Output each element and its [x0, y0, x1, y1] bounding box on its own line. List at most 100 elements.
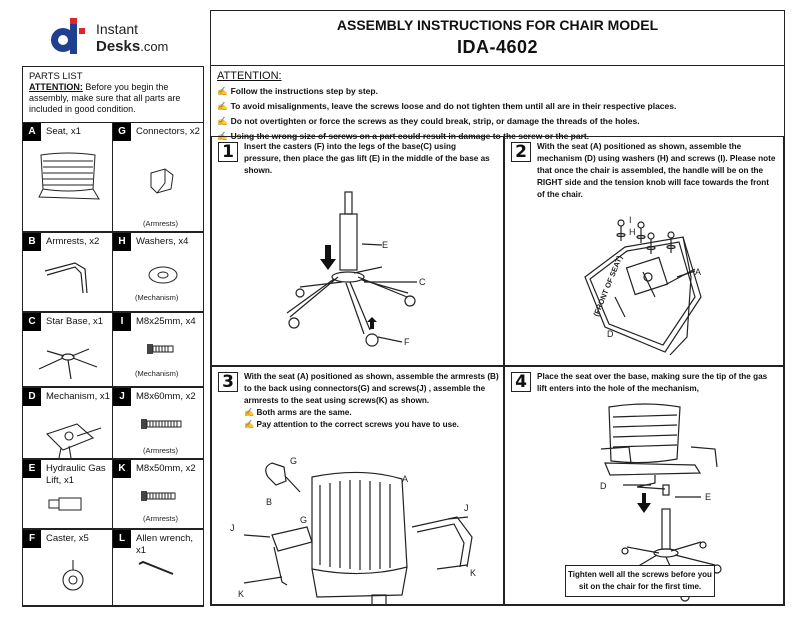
step-number: 2 — [511, 142, 531, 162]
brand-name-line1: Instant — [96, 21, 139, 37]
note-hand-icon: ✍ — [244, 408, 255, 417]
brand-logo: Instant Desks.com — [46, 14, 206, 62]
figure-label: A — [695, 267, 701, 277]
figure-label: C — [419, 277, 426, 287]
step-number: 1 — [218, 142, 238, 162]
part-letter: C — [23, 313, 41, 331]
part-cell-d: D Mechanism, x1 — [22, 387, 113, 459]
step-3: 3 With the seat (A) positioned as shown,… — [211, 366, 504, 606]
gas-lift-icon — [48, 497, 82, 511]
figure-label: G — [290, 456, 297, 466]
part-cell-k: K M8x50mm, x2 (Armrests) — [113, 459, 204, 529]
part-name: Mechanism, x1 — [46, 391, 110, 402]
step-text: With the seat (A) positioned as shown, a… — [537, 142, 776, 199]
screw-icon — [147, 344, 174, 354]
instructions-panel: ASSEMBLY INSTRUCTIONS FOR CHAIR MODEL ID… — [210, 10, 785, 606]
document-title: ASSEMBLY INSTRUCTIONS FOR CHAIR MODEL — [336, 17, 659, 33]
parts-list-heading: PARTS LIST — [29, 71, 83, 82]
step-2: 2 With the seat (A) positioned as shown,… — [504, 136, 784, 366]
allen-wrench-icon — [138, 560, 174, 575]
parts-list-header: PARTS LIST ATTENTION: Before you begin t… — [23, 67, 203, 115]
part-letter: L — [113, 530, 131, 548]
part-name: Caster, x5 — [46, 533, 89, 544]
figure-label: K — [238, 589, 244, 599]
part-name: M8x50mm, x2 — [136, 463, 196, 474]
attention-item: ✍Do not overtighten or force the screws … — [217, 116, 640, 126]
part-name: Hydraulic Gas Lift, x1 — [46, 463, 106, 486]
brand-mark-icon — [51, 18, 85, 54]
attention-item: ✍Follow the instructions step by step. — [217, 86, 378, 96]
part-cell-h: H Washers, x4 (Mechanism) — [113, 232, 204, 312]
part-letter: G — [113, 123, 131, 141]
figure-label: A — [402, 474, 408, 484]
part-name: Connectors, x2 — [136, 126, 200, 137]
figure-label: B — [266, 497, 272, 507]
star-base-icon — [38, 348, 98, 380]
part-letter: B — [23, 233, 41, 251]
medium-screw-icon — [141, 491, 176, 501]
part-note: (Mechanism) — [135, 293, 179, 302]
part-note: (Mechanism) — [135, 369, 179, 378]
figure-label: J — [464, 503, 469, 513]
caster-icon — [62, 560, 84, 591]
step4-seat-illustration: D E — [600, 403, 722, 602]
brand-name-line2: Desks.com — [96, 38, 169, 55]
figure-label: K — [470, 568, 476, 578]
part-note: (Armrests) — [143, 514, 178, 523]
seat-icon — [38, 152, 100, 200]
model-number: IDA-4602 — [456, 37, 539, 57]
figure-label: H — [629, 227, 636, 237]
step-note: ✍ Both arms are the same. — [244, 408, 352, 417]
parts-list-panel: PARTS LIST ATTENTION: Before you begin t… — [22, 66, 204, 607]
part-cell-e: E Hydraulic Gas Lift, x1 — [22, 459, 113, 529]
long-screw-icon — [141, 419, 182, 429]
front-of-seat-label: (FRONT OF SEAT) — [592, 254, 625, 318]
part-letter: H — [113, 233, 131, 251]
part-letter: I — [113, 313, 131, 331]
part-letter: D — [23, 388, 41, 406]
part-note: (Armrests) — [143, 219, 178, 228]
warning-hand-icon: ✍ — [217, 116, 228, 126]
part-note: (Armrests) — [143, 446, 178, 455]
tighten-screws-note: Tighten well all the screws before you s… — [565, 565, 715, 597]
part-cell-f: F Caster, x5 — [22, 529, 113, 607]
part-name: Washers, x4 — [136, 236, 189, 247]
step1-base-illustration: E C F — [286, 191, 426, 347]
part-name: Seat, x1 — [46, 126, 81, 137]
figure-label: I — [629, 215, 632, 225]
step-1: 1 Insert the casters (F) into the legs o… — [211, 136, 504, 366]
step-4: 4 Place the seat over the base, making s… — [504, 366, 784, 605]
step-text: With the seat (A) positioned as shown, a… — [244, 371, 502, 431]
step-number: 4 — [511, 372, 531, 392]
part-letter: K — [113, 460, 131, 478]
warning-hand-icon: ✍ — [217, 101, 228, 111]
part-letter: J — [113, 388, 131, 406]
part-cell-l: L Allen wrench, x1 — [113, 529, 204, 607]
step3-armrest-illustration: G A B G J J K K — [230, 456, 476, 606]
part-name: Allen wrench, x1 — [136, 533, 194, 556]
figure-label: J — [230, 523, 235, 533]
figure-label: D — [600, 481, 607, 491]
title-box: ASSEMBLY INSTRUCTIONS FOR CHAIR MODEL ID… — [211, 11, 784, 66]
part-name: M8x25mm, x4 — [136, 316, 196, 327]
armrest-icon — [44, 262, 88, 294]
part-letter: E — [23, 460, 41, 478]
part-cell-g: G Connectors, x2 (Armrests) — [113, 122, 204, 232]
part-cell-b: B Armrests, x2 — [22, 232, 113, 312]
figure-label: D — [607, 329, 614, 339]
step2-mechanism-illustration: I H A D (FRONT OF SEAT) — [584, 215, 702, 356]
attention-item: ✍To avoid misalignments, leave the screw… — [217, 101, 677, 111]
washer-icon — [148, 266, 178, 284]
warning-hand-icon: ✍ — [217, 86, 228, 96]
figure-label: E — [705, 492, 711, 502]
note-hand-icon: ✍ — [244, 420, 255, 429]
attention-heading: ATTENTION: — [217, 70, 282, 82]
part-name: Armrests, x2 — [46, 236, 100, 247]
attention-section: ATTENTION: ✍Follow the instructions step… — [217, 69, 777, 144]
step-note: ✍ Pay attention to the correct screws yo… — [244, 420, 459, 429]
part-letter: F — [23, 530, 41, 548]
step-number: 3 — [218, 372, 238, 392]
